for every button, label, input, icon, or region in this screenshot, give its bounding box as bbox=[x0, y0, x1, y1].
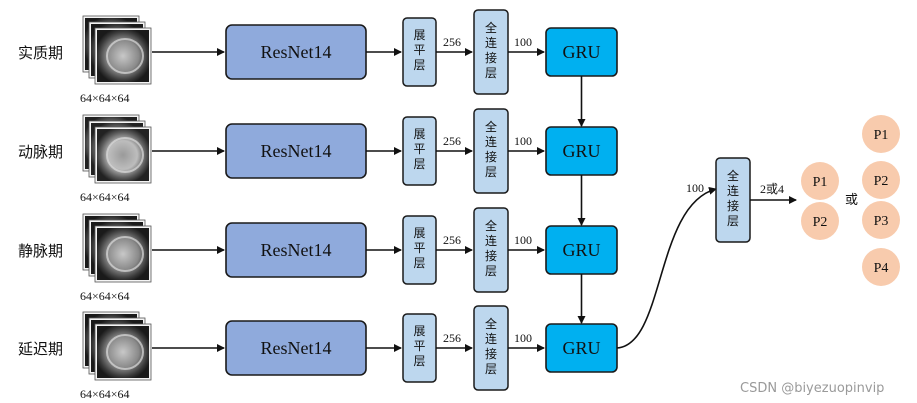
flatten-layer-label: 展平层 bbox=[413, 28, 425, 72]
output-class-circle bbox=[801, 162, 839, 200]
output-class-label: P1 bbox=[874, 128, 889, 143]
flatten-output-size: 256 bbox=[443, 331, 461, 345]
phase-label: 动脉期 bbox=[18, 143, 63, 161]
input-dims-label: 64×64×64 bbox=[80, 190, 130, 204]
ct-image-stack bbox=[82, 213, 152, 283]
watermark: CSDN @biyezuopinvip bbox=[740, 381, 884, 396]
output-class-circle bbox=[862, 115, 900, 153]
ct-slice bbox=[97, 326, 149, 378]
output-class-label: P2 bbox=[813, 215, 828, 230]
ct-image-stack bbox=[82, 311, 152, 381]
ct-organ-outline bbox=[106, 137, 144, 173]
input-dims-label: 64×64×64 bbox=[80, 289, 130, 303]
flatten-layer-label: 展平层 bbox=[413, 226, 425, 270]
final-input-size: 100 bbox=[686, 181, 704, 195]
output-class-circle bbox=[862, 201, 900, 239]
ct-organ-outline bbox=[106, 38, 144, 74]
gru-label: GRU bbox=[562, 42, 600, 62]
input-dims-label: 64×64×64 bbox=[80, 387, 130, 401]
flatten-output-size: 256 bbox=[443, 134, 461, 148]
output-class-circle bbox=[862, 248, 900, 286]
gru-to-fc-curve bbox=[616, 186, 717, 349]
input-dims-label: 64×64×64 bbox=[80, 91, 130, 105]
fc-output-size: 100 bbox=[514, 331, 532, 345]
fc-output-size: 100 bbox=[514, 35, 532, 49]
flatten-output-size: 256 bbox=[443, 35, 461, 49]
output-class-label: P3 bbox=[874, 214, 889, 229]
ct-organ-outline bbox=[106, 236, 144, 272]
gru-label: GRU bbox=[562, 240, 600, 260]
gru-label: GRU bbox=[562, 338, 600, 358]
output-class-circle bbox=[862, 161, 900, 199]
fc-layer-label: 全连接层 bbox=[485, 119, 497, 179]
final-output-size: 2或4 bbox=[760, 182, 784, 196]
output-class-circle bbox=[801, 202, 839, 240]
resnet14-label: ResNet14 bbox=[261, 42, 332, 62]
resnet14-label: ResNet14 bbox=[261, 141, 332, 161]
resnet14-label: ResNet14 bbox=[261, 240, 332, 260]
flatten-layer-label: 展平层 bbox=[413, 127, 425, 171]
phase-label: 静脉期 bbox=[18, 242, 63, 260]
phase-label: 实质期 bbox=[18, 44, 63, 62]
fc-layer-label: 全连接层 bbox=[485, 218, 497, 278]
ct-image-stack bbox=[82, 114, 152, 184]
or-word: 或 bbox=[845, 193, 858, 208]
ct-organ-outline bbox=[106, 334, 144, 370]
output-class-label: P1 bbox=[813, 175, 828, 190]
ct-slice bbox=[97, 30, 149, 82]
output-class-label: P2 bbox=[874, 174, 889, 189]
ct-image-stack bbox=[82, 15, 152, 85]
output-class-label: P4 bbox=[874, 261, 889, 276]
final-fc-label: 全连接层 bbox=[727, 168, 739, 228]
phase-label: 延迟期 bbox=[18, 340, 63, 358]
ct-slice bbox=[97, 228, 149, 280]
flatten-layer-label: 展平层 bbox=[413, 324, 425, 368]
fc-layer-label: 全连接层 bbox=[485, 20, 497, 80]
ct-slice bbox=[97, 129, 149, 181]
gru-label: GRU bbox=[562, 141, 600, 161]
flatten-output-size: 256 bbox=[443, 233, 461, 247]
fc-output-size: 100 bbox=[514, 233, 532, 247]
resnet14-label: ResNet14 bbox=[261, 338, 332, 358]
fc-layer-label: 全连接层 bbox=[485, 316, 497, 376]
fc-output-size: 100 bbox=[514, 134, 532, 148]
